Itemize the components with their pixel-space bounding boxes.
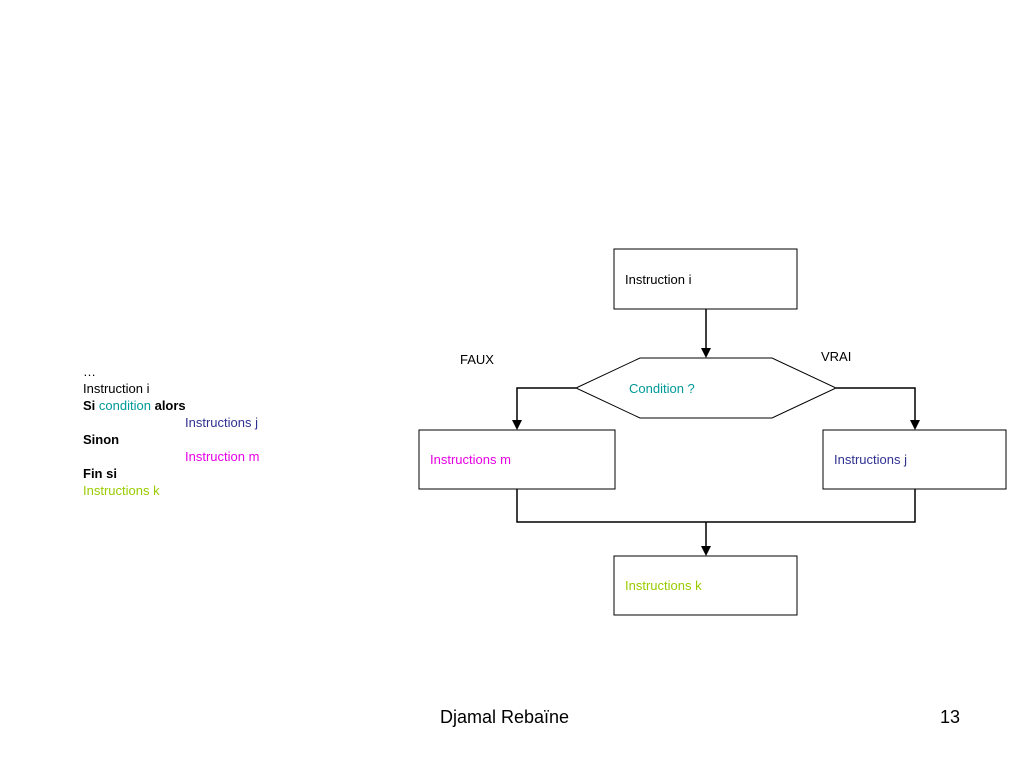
sinon-keyword: Sinon [83,432,120,447]
decision-shape [574,357,838,419]
true-branch-label: VRAI [821,349,852,364]
fin-si-keyword: Fin si [83,466,117,481]
condition-word: condition [98,398,151,413]
arrow-decision-to-false-box [512,387,576,430]
code-instructions-k: Instructions k [83,483,160,498]
end-box-label: Instructions k [625,578,702,593]
merge-line [516,489,916,523]
si-keyword: Si [83,398,96,413]
end-box [613,555,798,616]
start-box-label: Instruction i [625,272,692,287]
arrow-decision-to-true-box [836,387,920,430]
code-instructions-j: Instructions j [185,415,258,430]
alors-keyword: alors [154,398,186,413]
code-instruction-i: Instruction i [83,381,150,396]
code-ellipsis: … [83,364,96,379]
footer-author: Djamal Rebaïne [440,707,570,727]
true-box-label: Instructions j [834,452,907,467]
code-si-line: Si condition alors [83,397,343,414]
false-branch-label: FAUX [460,352,494,367]
pseudo-code-block: … Instruction i Si condition alors Instr… [83,363,343,499]
start-box [613,248,798,310]
false-box-label: Instructions m [430,452,511,467]
code-instruction-m: Instruction m [185,449,260,464]
page-number: 13 [940,707,961,727]
decision-label: Condition ? [629,381,695,396]
